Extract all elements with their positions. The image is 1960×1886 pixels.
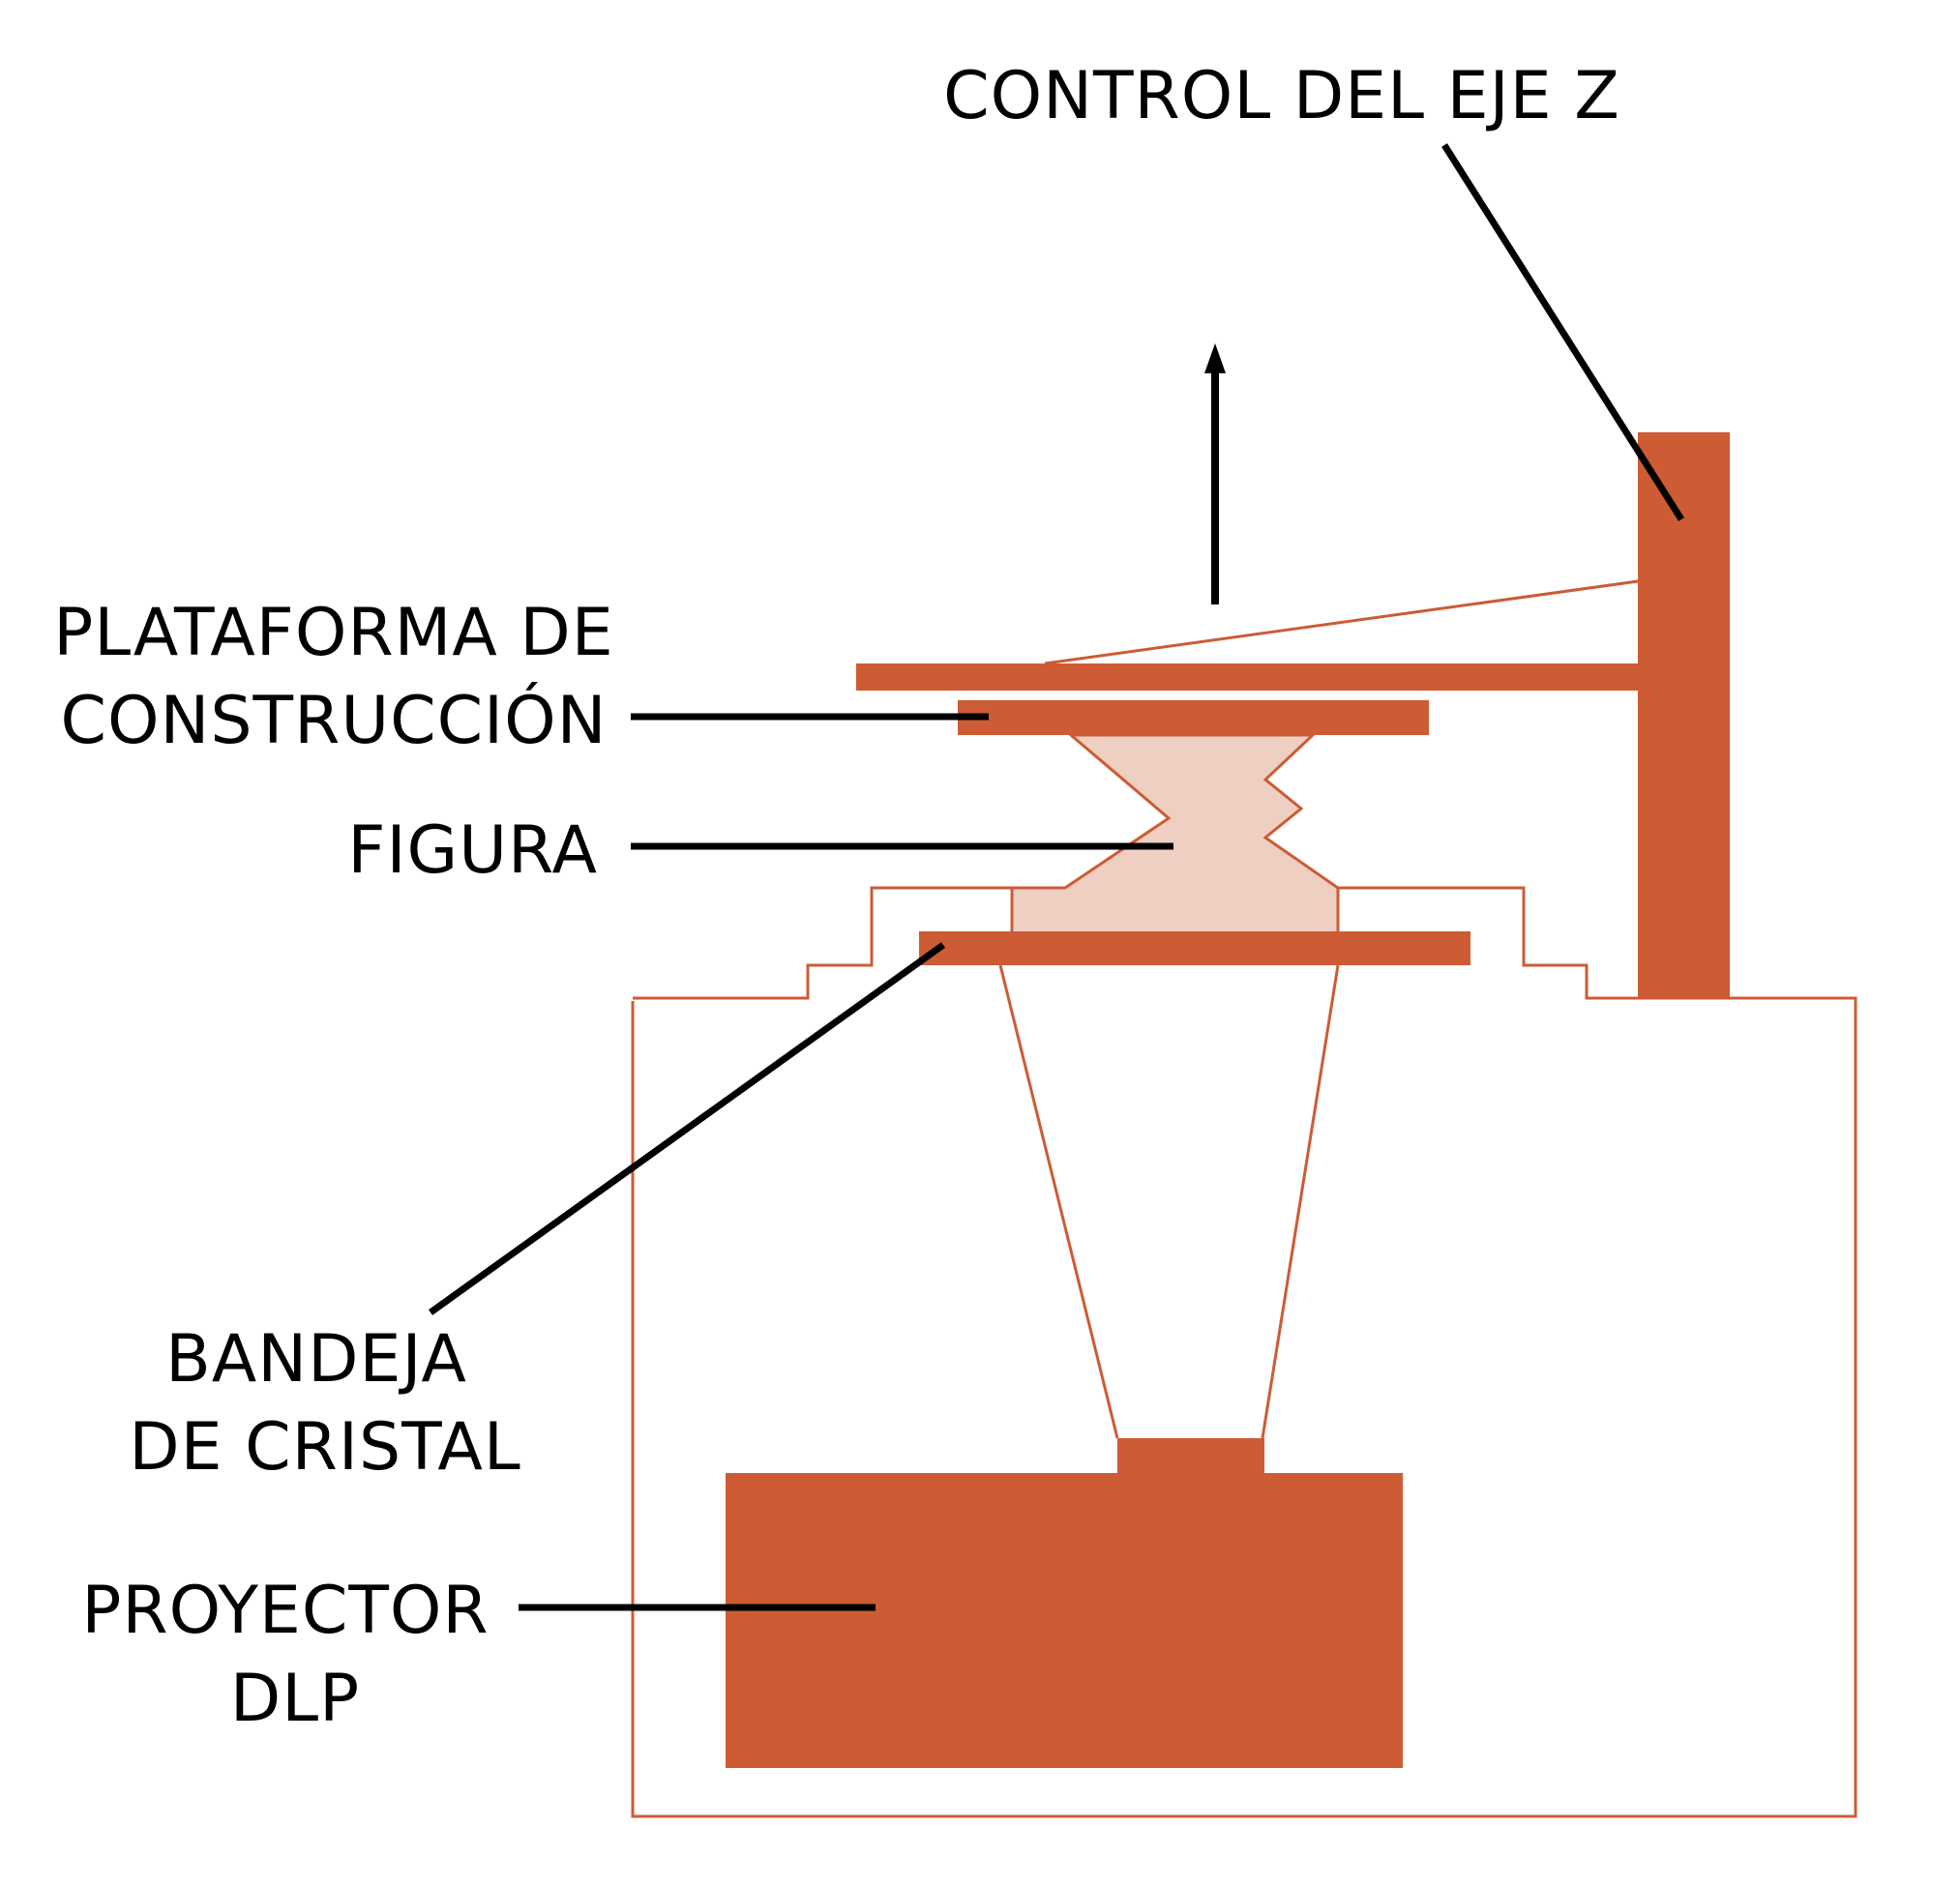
label-figure: FIGURA [347,812,598,889]
build-platform [958,700,1429,735]
label-platform-line1: PLATAFORMA DE [53,595,613,671]
label-tray-line1: BANDEJA [165,1321,467,1398]
z-axis-leader [1441,143,1684,521]
z-axis-column [1638,432,1730,999]
dlp-projector-lens [1117,1438,1264,1475]
up-arrow-icon [1204,343,1226,373]
label-projector-line1: PROYECTOR [81,1573,489,1649]
label-projector-line2: DLP [230,1661,360,1737]
platform-arm [856,663,1641,691]
printer-housing [631,886,1857,1818]
tray-leader [428,942,946,1315]
glass-tray [919,931,1470,965]
arm-brace [1044,579,1639,665]
label-tray-line2: DE CRISTAL [129,1409,521,1486]
label-platform-line2: CONSTRUCCIÓN [61,682,608,759]
dlp-projector-body [726,1473,1403,1768]
light-beam [998,964,1340,1439]
label-z-axis: CONTROL DEL EJE Z [943,58,1620,134]
printed-figure [1010,733,1340,935]
